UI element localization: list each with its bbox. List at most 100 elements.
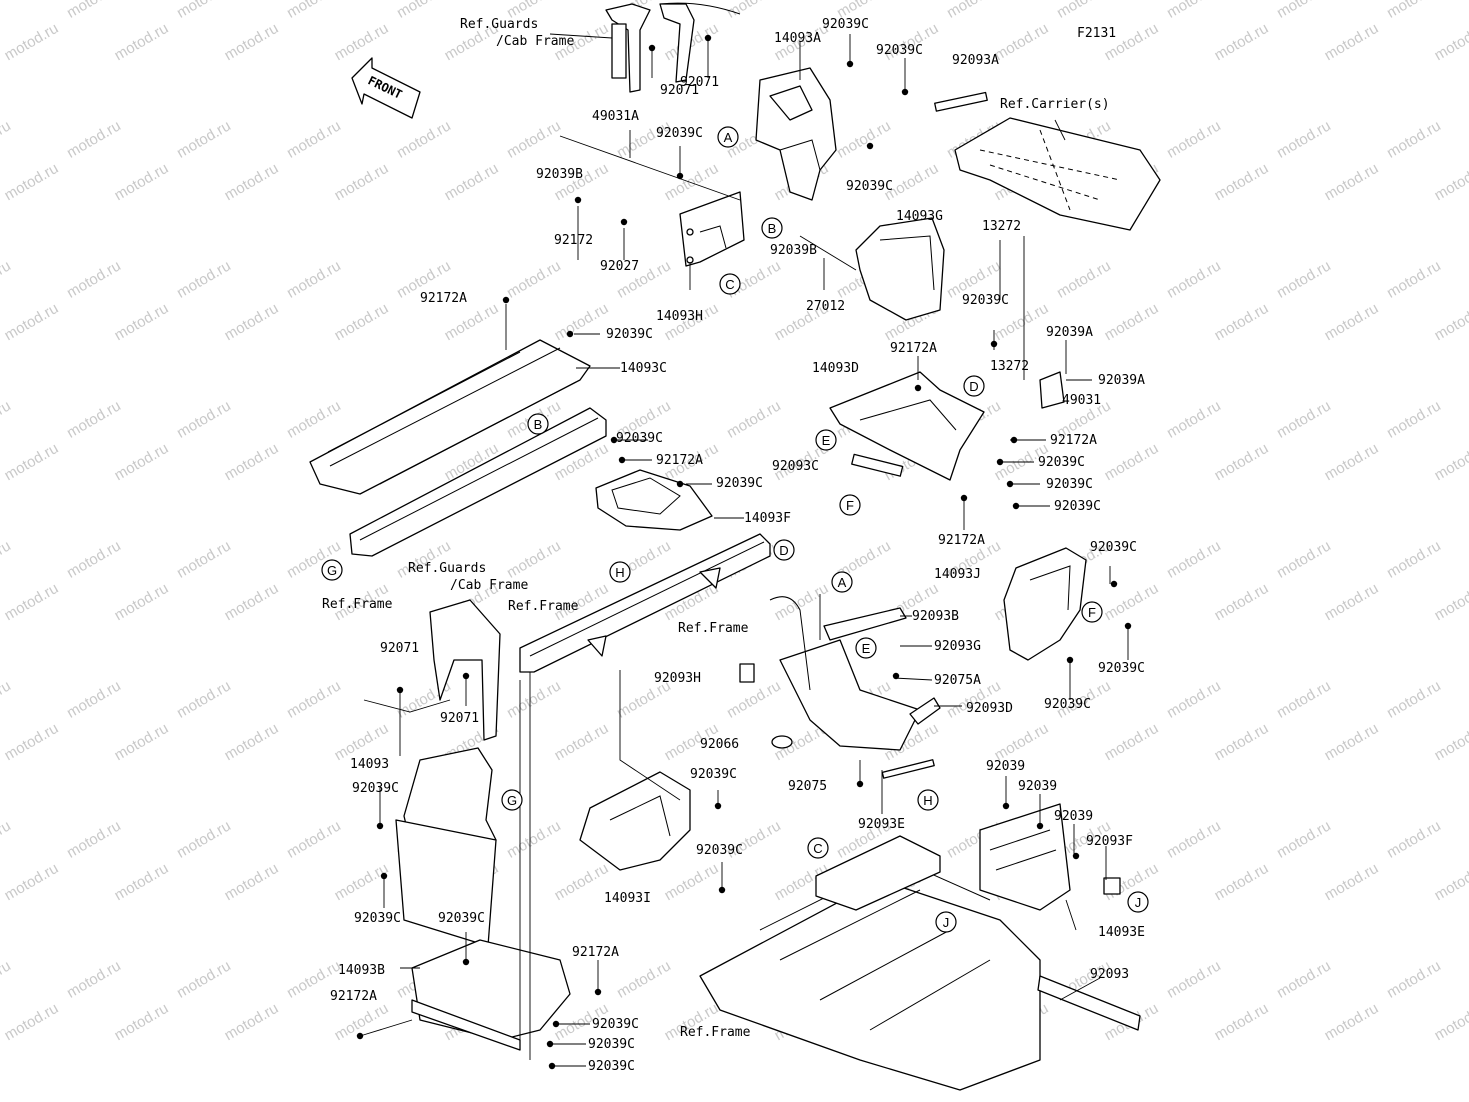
- part-label: 92039B: [770, 243, 817, 258]
- svg-text:E: E: [822, 433, 831, 448]
- fastener-dot: [618, 456, 626, 464]
- watermark-text: motod.ru: [174, 397, 234, 441]
- fastener-dot: [704, 34, 712, 42]
- part-label: 13272: [990, 359, 1029, 374]
- figure-code: F2131: [1077, 26, 1116, 41]
- fastener-dot: [856, 780, 864, 788]
- cab-frame-top: [605, 2, 741, 93]
- svg-text:C: C: [725, 277, 734, 292]
- watermark-text: motod.ru: [1432, 300, 1469, 344]
- part-label: 92039C: [606, 327, 653, 342]
- callout-f: F: [839, 494, 861, 516]
- watermark-text: motod.ru: [1212, 440, 1272, 484]
- watermark-text: motod.ru: [222, 160, 282, 204]
- part-label: 92172: [554, 233, 593, 248]
- part-label: 92172A: [656, 453, 703, 468]
- part-14093H: [679, 191, 745, 267]
- watermark-text: motod.ru: [2, 860, 62, 904]
- part-label: 49031A: [592, 109, 639, 124]
- watermark-text: motod.ru: [1322, 440, 1382, 484]
- callout-j: J: [935, 911, 957, 933]
- watermark-text: motod.ru: [0, 817, 14, 861]
- svg-text:F: F: [846, 498, 854, 513]
- watermark-text: motod.ru: [992, 20, 1052, 64]
- mount-assembly: [739, 596, 941, 779]
- watermark-text: motod.ru: [64, 537, 124, 581]
- fastener-dot: [1010, 436, 1018, 444]
- watermark-text: motod.ru: [1274, 257, 1334, 301]
- watermark-text: motod.ru: [112, 720, 172, 764]
- watermark-text: motod.ru: [174, 117, 234, 161]
- svg-text:H: H: [923, 793, 932, 808]
- callout-j: J: [1127, 891, 1149, 913]
- part-label: 92071: [440, 711, 479, 726]
- watermark-text: motod.ru: [174, 957, 234, 1001]
- callout-d: D: [773, 539, 795, 561]
- watermark-text: motod.ru: [112, 160, 172, 204]
- callout-d: D: [963, 375, 985, 397]
- fastener-dot: [356, 1032, 364, 1040]
- watermark-text: motod.ru: [1274, 957, 1334, 1001]
- watermark-text: motod.ru: [724, 397, 784, 441]
- watermark-text: motod.ru: [332, 20, 392, 64]
- watermark-text: motod.ru: [332, 300, 392, 344]
- watermark-text: motod.ru: [1432, 860, 1469, 904]
- watermark-text: motod.ru: [332, 160, 392, 204]
- part-label: 92071: [660, 83, 699, 98]
- part-label: 14093H: [656, 309, 703, 324]
- watermark-text: motod.ru: [1274, 817, 1334, 861]
- watermark-text: motod.ru: [2, 160, 62, 204]
- watermark-text: motod.ru: [64, 0, 124, 22]
- fastener-dot: [866, 142, 874, 150]
- watermark-text: motod.ru: [1212, 720, 1272, 764]
- part-label: 92172A: [330, 989, 377, 1004]
- watermark-text: motod.ru: [1274, 0, 1334, 22]
- watermark-text: motod.ru: [1212, 860, 1272, 904]
- watermark-text: motod.ru: [64, 1097, 124, 1102]
- svg-text:A: A: [838, 575, 847, 590]
- callout-a: A: [717, 126, 739, 148]
- part-label: /Cab Frame: [496, 34, 574, 49]
- watermark-text: motod.ru: [552, 860, 612, 904]
- part-label: 92039C: [354, 911, 401, 926]
- watermark-text: motod.ru: [112, 1000, 172, 1044]
- watermark-text: motod.ru: [1054, 1097, 1114, 1102]
- watermark-text: motod.ru: [1212, 580, 1272, 624]
- cross-member: [519, 533, 771, 673]
- watermark-text: motod.ru: [0, 397, 14, 441]
- watermark-text: motod.ru: [2, 720, 62, 764]
- watermark-text: motod.ru: [284, 817, 344, 861]
- part-14093J: [1003, 547, 1087, 661]
- part-label: 14093C: [620, 361, 667, 376]
- fastener-dot: [914, 384, 922, 392]
- part-label: 92039C: [716, 476, 763, 491]
- part-label: 92039C: [1046, 477, 1093, 492]
- watermark-text: motod.ru: [2, 580, 62, 624]
- watermark-text: motod.ru: [552, 300, 612, 344]
- watermark-text: motod.ru: [0, 537, 14, 581]
- fastener-dot: [574, 196, 582, 204]
- watermark-text: motod.ru: [944, 1097, 1004, 1102]
- watermark-text: motod.ru: [1322, 1000, 1382, 1044]
- part-label: 92172A: [420, 291, 467, 306]
- part-label: 92039C: [438, 911, 485, 926]
- watermark-text: motod.ru: [1102, 580, 1162, 624]
- watermark-text: motod.ru: [504, 1097, 564, 1102]
- part-label: 92039C: [1090, 540, 1137, 555]
- callout-e: E: [855, 637, 877, 659]
- watermark-text: motod.ru: [662, 860, 722, 904]
- part-label: 92039C: [1044, 697, 1091, 712]
- leader-lines: [359, 33, 1129, 1067]
- part-label: 92075: [788, 779, 827, 794]
- watermark-text: motod.ru: [284, 257, 344, 301]
- part-label: 92039C: [656, 126, 703, 141]
- part-label: 92039C: [588, 1059, 635, 1074]
- part-14093G: [855, 217, 945, 321]
- watermark-text: motod.ru: [724, 677, 784, 721]
- svg-text:F: F: [1088, 605, 1096, 620]
- part-label: 14093E: [1098, 925, 1145, 940]
- fastener-dot: [620, 218, 628, 226]
- fastener-dot: [714, 802, 722, 810]
- watermark-text: motod.ru: [504, 117, 564, 161]
